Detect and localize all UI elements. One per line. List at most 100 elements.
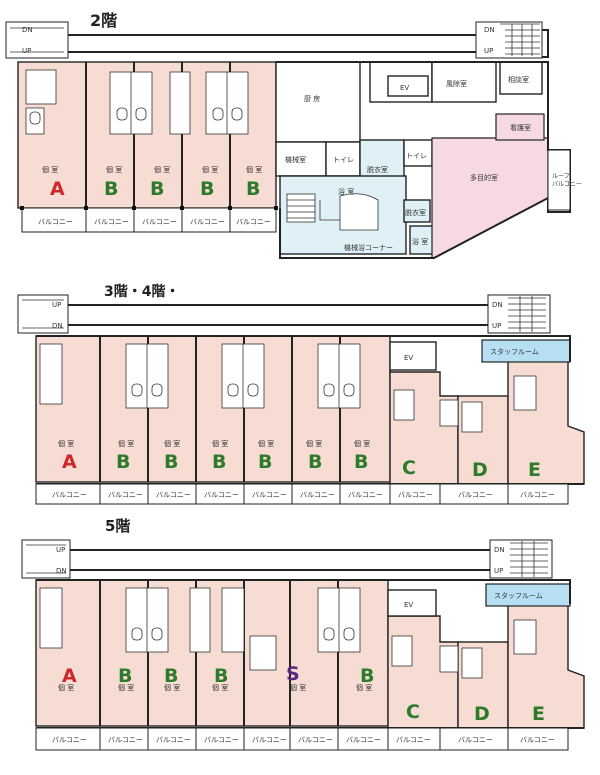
floor-3-4-balcony-label: バルコニー	[348, 491, 383, 499]
floor-3-4-private-room-label: 個 室	[164, 439, 180, 448]
floor-5-stair-right	[489, 539, 553, 579]
floor-2-balcony-label: バルコニー	[38, 218, 73, 226]
floor-2-balcony-label: バルコニー	[236, 218, 271, 226]
floor-2-private-room-label: 個 室	[202, 165, 218, 174]
floor-2-stair-dn: DN	[22, 26, 33, 34]
floor-5-unit-b: B	[118, 665, 132, 687]
floor-2-stair-up: UP	[484, 47, 493, 55]
floor-3-4-title: 3階・4階・	[104, 284, 180, 300]
floor-2-toilet-label: トイレ	[333, 156, 354, 164]
floor-5-unit-s: S	[286, 663, 300, 685]
floor-2-roof-balcony	[547, 149, 571, 211]
floor-3-4-balcony-label: バルコニー	[300, 491, 335, 499]
floor-2-multipurpose-label: 多目的室	[470, 173, 498, 182]
floor-2-private-room-label: 個 室	[154, 165, 170, 174]
floor-5-title: 5階	[105, 517, 131, 535]
floor-5-unit-b: B	[214, 665, 228, 687]
floor-5-balcony-label: バルコニー	[204, 736, 239, 744]
floor-3-4-stair-right	[487, 294, 551, 334]
floor-5-unit-e: E	[532, 703, 545, 725]
floor-5-unit-b: B	[164, 665, 178, 687]
floor-3-4-balcony-label: バルコニー	[520, 491, 555, 499]
floor-2-multipurpose-room	[431, 137, 549, 259]
floor-3-4-balcony-label: バルコニー	[398, 491, 433, 499]
floor-2-dressing-room	[359, 139, 405, 181]
floor-5-unit-d: D	[474, 703, 490, 725]
floor-2-nurse-room-label: 看護室	[510, 123, 531, 132]
floor-2-stair-left	[5, 21, 69, 59]
floor-2-dressing-room-label: 脱衣室	[367, 165, 388, 174]
floor-5-private-room-label: 個 室	[212, 683, 228, 692]
floor-2-unit-a: A	[50, 178, 65, 200]
floor-5-balcony-label: バルコニー	[298, 736, 333, 744]
floor-5-unit-a: A	[62, 665, 77, 687]
floor-3-4-unit-b: B	[354, 451, 368, 473]
floor-5-private-room-label: 個 室	[290, 683, 306, 692]
floor-2-bath-label: 浴 室	[338, 187, 354, 196]
floor-5-balcony-label: バルコニー	[52, 736, 87, 744]
floor-2-consult-room-label: 相談室	[508, 75, 529, 84]
floor-3-4-unit-e: E	[528, 459, 541, 481]
floor-5-balcony-label: バルコニー	[458, 736, 493, 744]
floor-5-ev	[387, 589, 437, 617]
floor-2-unit-b: B	[150, 178, 164, 200]
floor-3-4-unit-b: B	[116, 451, 130, 473]
floor-3-4-unit-a: A	[62, 451, 77, 473]
floor-2-ev	[387, 75, 429, 97]
floor-5-stair-dn: DN	[494, 546, 505, 554]
floor-3-4-unit-c-room	[389, 371, 459, 485]
floor-3-4-balcony-label: バルコニー	[156, 491, 191, 499]
floor-2-ev-label: EV	[400, 84, 409, 92]
floor-3-4-balcony-label: バルコニー	[204, 491, 239, 499]
floor-3-4-private-room-label: 個 室	[212, 439, 228, 448]
floor-2-title: 2階	[90, 11, 118, 30]
floor-5-balcony-label: バルコニー	[156, 736, 191, 744]
floor-2-balcony-label: バルコニー	[190, 218, 225, 226]
floor-3-4-ev-label: EV	[404, 354, 413, 362]
floor-3-4-unit-c: C	[402, 457, 416, 479]
floor-2-machine-room-label: 機械室	[285, 155, 306, 164]
floor-2-private-room-label: 個 室	[246, 165, 262, 174]
floor-5-balcony-label: バルコニー	[108, 736, 143, 744]
floor-5-private-room-label: 個 室	[58, 683, 74, 692]
floor-3-4-private-room-label: 個 室	[354, 439, 370, 448]
floor-3-4-stair-up: UP	[492, 322, 501, 330]
floor-3-4-unit-b: B	[164, 451, 178, 473]
floor-5-private-room-label: 個 室	[356, 683, 372, 692]
floor-5-private-room-label: 個 室	[118, 683, 134, 692]
floor-3-4-stair-dn: DN	[52, 322, 63, 330]
floor-5-ev-label: EV	[404, 601, 413, 609]
floor-3-4-private-room-label: 個 室	[118, 439, 134, 448]
floor-2-dressing-room-2	[403, 199, 431, 223]
floor-2-unit-b: B	[104, 178, 118, 200]
floor-2-balcony-label: バルコニー	[142, 218, 177, 226]
floor-2-bath-2-label: 浴 室	[412, 237, 428, 246]
floor-3-4-balcony-label: バルコニー	[52, 491, 87, 499]
floor-2-toilet-2-label: トイレ	[406, 152, 427, 160]
floor-5-balcony-label: バルコニー	[346, 736, 381, 744]
floor-5-stair-left	[21, 539, 71, 579]
floor-2-wind-room	[431, 61, 497, 103]
floor-2-stair-up: UP	[22, 47, 31, 55]
floor-5-balcony-label: バルコニー	[520, 736, 555, 744]
floor-3-4-private-room-label: 個 室	[258, 439, 274, 448]
floor-5-staff-room-label: スタッフルーム	[494, 591, 543, 600]
floor-3-4-plan: 個 室 個 室 個 室 個 室 個 室 個 室 個 室 A B B B B B …	[17, 294, 585, 505]
floor-5-balcony-label: バルコニー	[396, 736, 431, 744]
floor-2-machine-bath-label: 機械浴コーナー	[344, 243, 393, 252]
floor-3-4-ev	[389, 341, 437, 371]
floor-2-stair-dn: DN	[484, 26, 495, 34]
floor-5-balcony-label: バルコニー	[252, 736, 287, 744]
floor-5-private-room-label: 個 室	[164, 683, 180, 692]
floor-2-wind-room-label: 風除室	[446, 79, 467, 88]
floor-3-4-unit-b: B	[258, 451, 272, 473]
floor-3-4-stair-left	[17, 294, 69, 334]
floor-2-plan: 個 室 個 室 個 室 個 室 個 室 A B B B B バルコニー バルコニ…	[5, 21, 582, 259]
floor-3-4-unit-b: B	[212, 451, 226, 473]
floor-3-4-private-room-label: 個 室	[306, 439, 322, 448]
floor-5-stair-up: UP	[494, 567, 503, 575]
floor-3-4-private-room-label: 個 室	[58, 439, 74, 448]
floor-5-stair-dn: DN	[56, 567, 67, 575]
floor-5-plan: 個 室 個 室 個 室 個 室 個 室 個 室 A B B B S B C D …	[21, 539, 585, 751]
